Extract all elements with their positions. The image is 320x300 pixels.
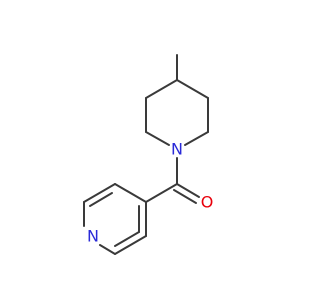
atom-label-nitrogen-pyridine: N — [87, 227, 99, 246]
atom-label-oxygen-carbonyl: O — [201, 193, 214, 212]
atom-label-group: N O N — [87, 140, 213, 246]
bond-py-c4-c3 — [114, 183, 147, 203]
bond-ring-c4-c5 — [176, 79, 209, 99]
molecule-structure: N O N — [83, 54, 213, 255]
bond-py-n-c6 — [99, 244, 116, 255]
bond-ring-c4-c3 — [145, 79, 178, 99]
bond-carbonyl-pyridine — [145, 183, 178, 203]
bond-py-c6-c5 — [114, 235, 147, 255]
bond-py-inner-2 — [89, 192, 113, 207]
bond-carbonyl-o-1 — [176, 183, 200, 198]
bond-carbonyl-o-2 — [173, 189, 197, 204]
atom-label-nitrogen-piperidine: N — [171, 140, 183, 159]
bond-py-c3-c2 — [83, 183, 116, 203]
bond-group — [83, 54, 209, 255]
bond-ring-c2-n — [145, 131, 170, 146]
bond-ring-c6-n — [184, 131, 209, 146]
bond-py-inner-3 — [114, 231, 140, 247]
